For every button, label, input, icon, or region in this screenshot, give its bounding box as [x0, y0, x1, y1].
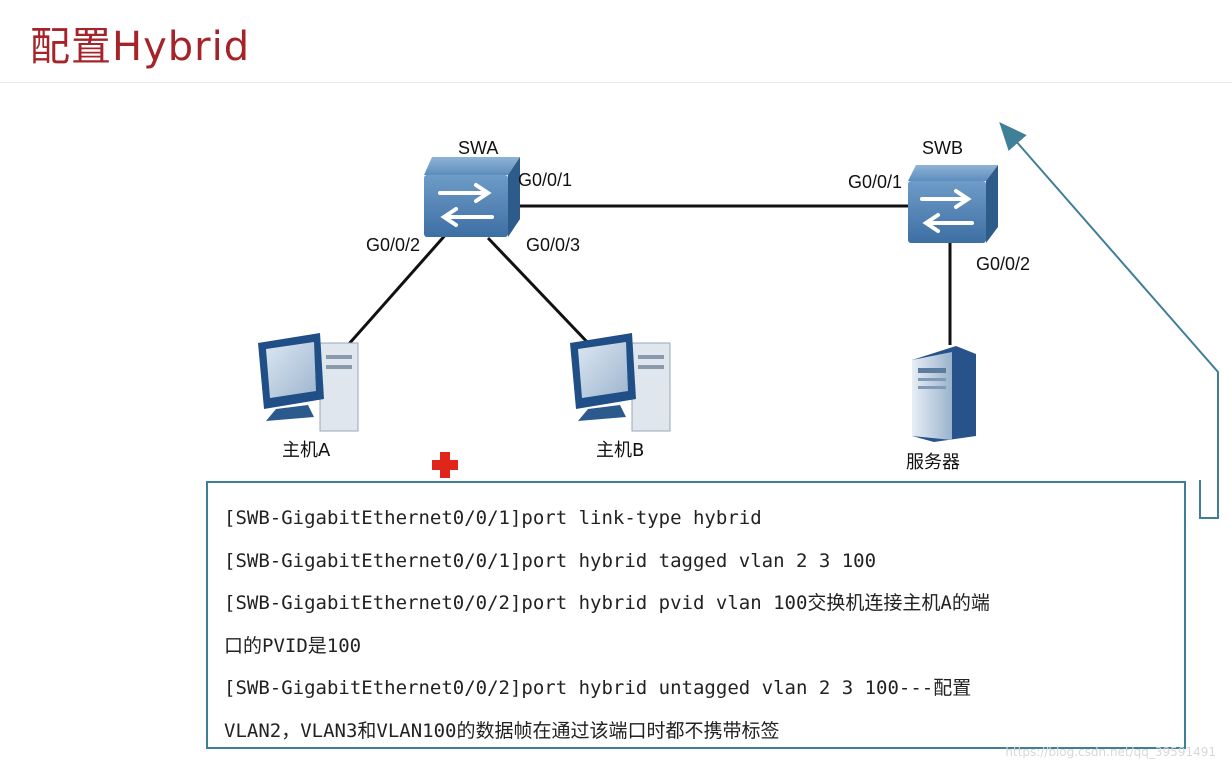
red-cross-icon	[432, 452, 458, 478]
host-a-pc-icon	[258, 333, 359, 432]
server-label: 服务器	[906, 452, 960, 473]
host-b-label: 主机B	[596, 440, 645, 461]
config-line: 口的PVID是100	[224, 634, 362, 657]
config-line: [SWB-GigabitEthernet0/0/1]port hybrid ta…	[224, 549, 877, 572]
config-line: [SWB-GigabitEthernet0/0/2]port hybrid pv…	[224, 592, 990, 614]
switch-b-icon	[908, 165, 998, 243]
switch-b-label: SWB	[922, 138, 964, 158]
config-line: VLAN2，VLAN3和VLAN100的数据帧在通过该端口时都不携带标签	[224, 719, 780, 742]
switch-a-icon	[424, 157, 520, 237]
host-a-label: 主机A	[282, 440, 331, 461]
server-icon	[912, 346, 976, 442]
title-divider	[0, 82, 1232, 83]
swb-port-g002-label: G0/0/2	[976, 254, 1031, 274]
swa-port-g002-label: G0/0/2	[366, 235, 421, 255]
return-arrow	[999, 121, 1219, 519]
switch-a-label: SWA	[458, 138, 499, 158]
swa-port-g001-label: G0/0/1	[518, 170, 573, 190]
config-line: [SWB-GigabitEthernet0/0/2]port hybrid un…	[224, 677, 972, 699]
watermark: https://blog.csdn.net/qq_39591491	[1005, 745, 1216, 759]
page-title: 配置Hybrid	[30, 24, 251, 70]
swa-port-g003-label: G0/0/3	[526, 235, 581, 255]
config-line: [SWB-GigabitEthernet0/0/1]port link-type…	[224, 507, 762, 529]
swb-port-g001-label: G0/0/1	[848, 172, 903, 192]
host-b-pc-icon	[570, 333, 671, 432]
config-command-box: [SWB-GigabitEthernet0/0/1]port link-type…	[206, 481, 1186, 749]
link-swa-host-b	[486, 236, 592, 347]
link-swa-host-a	[346, 231, 450, 346]
